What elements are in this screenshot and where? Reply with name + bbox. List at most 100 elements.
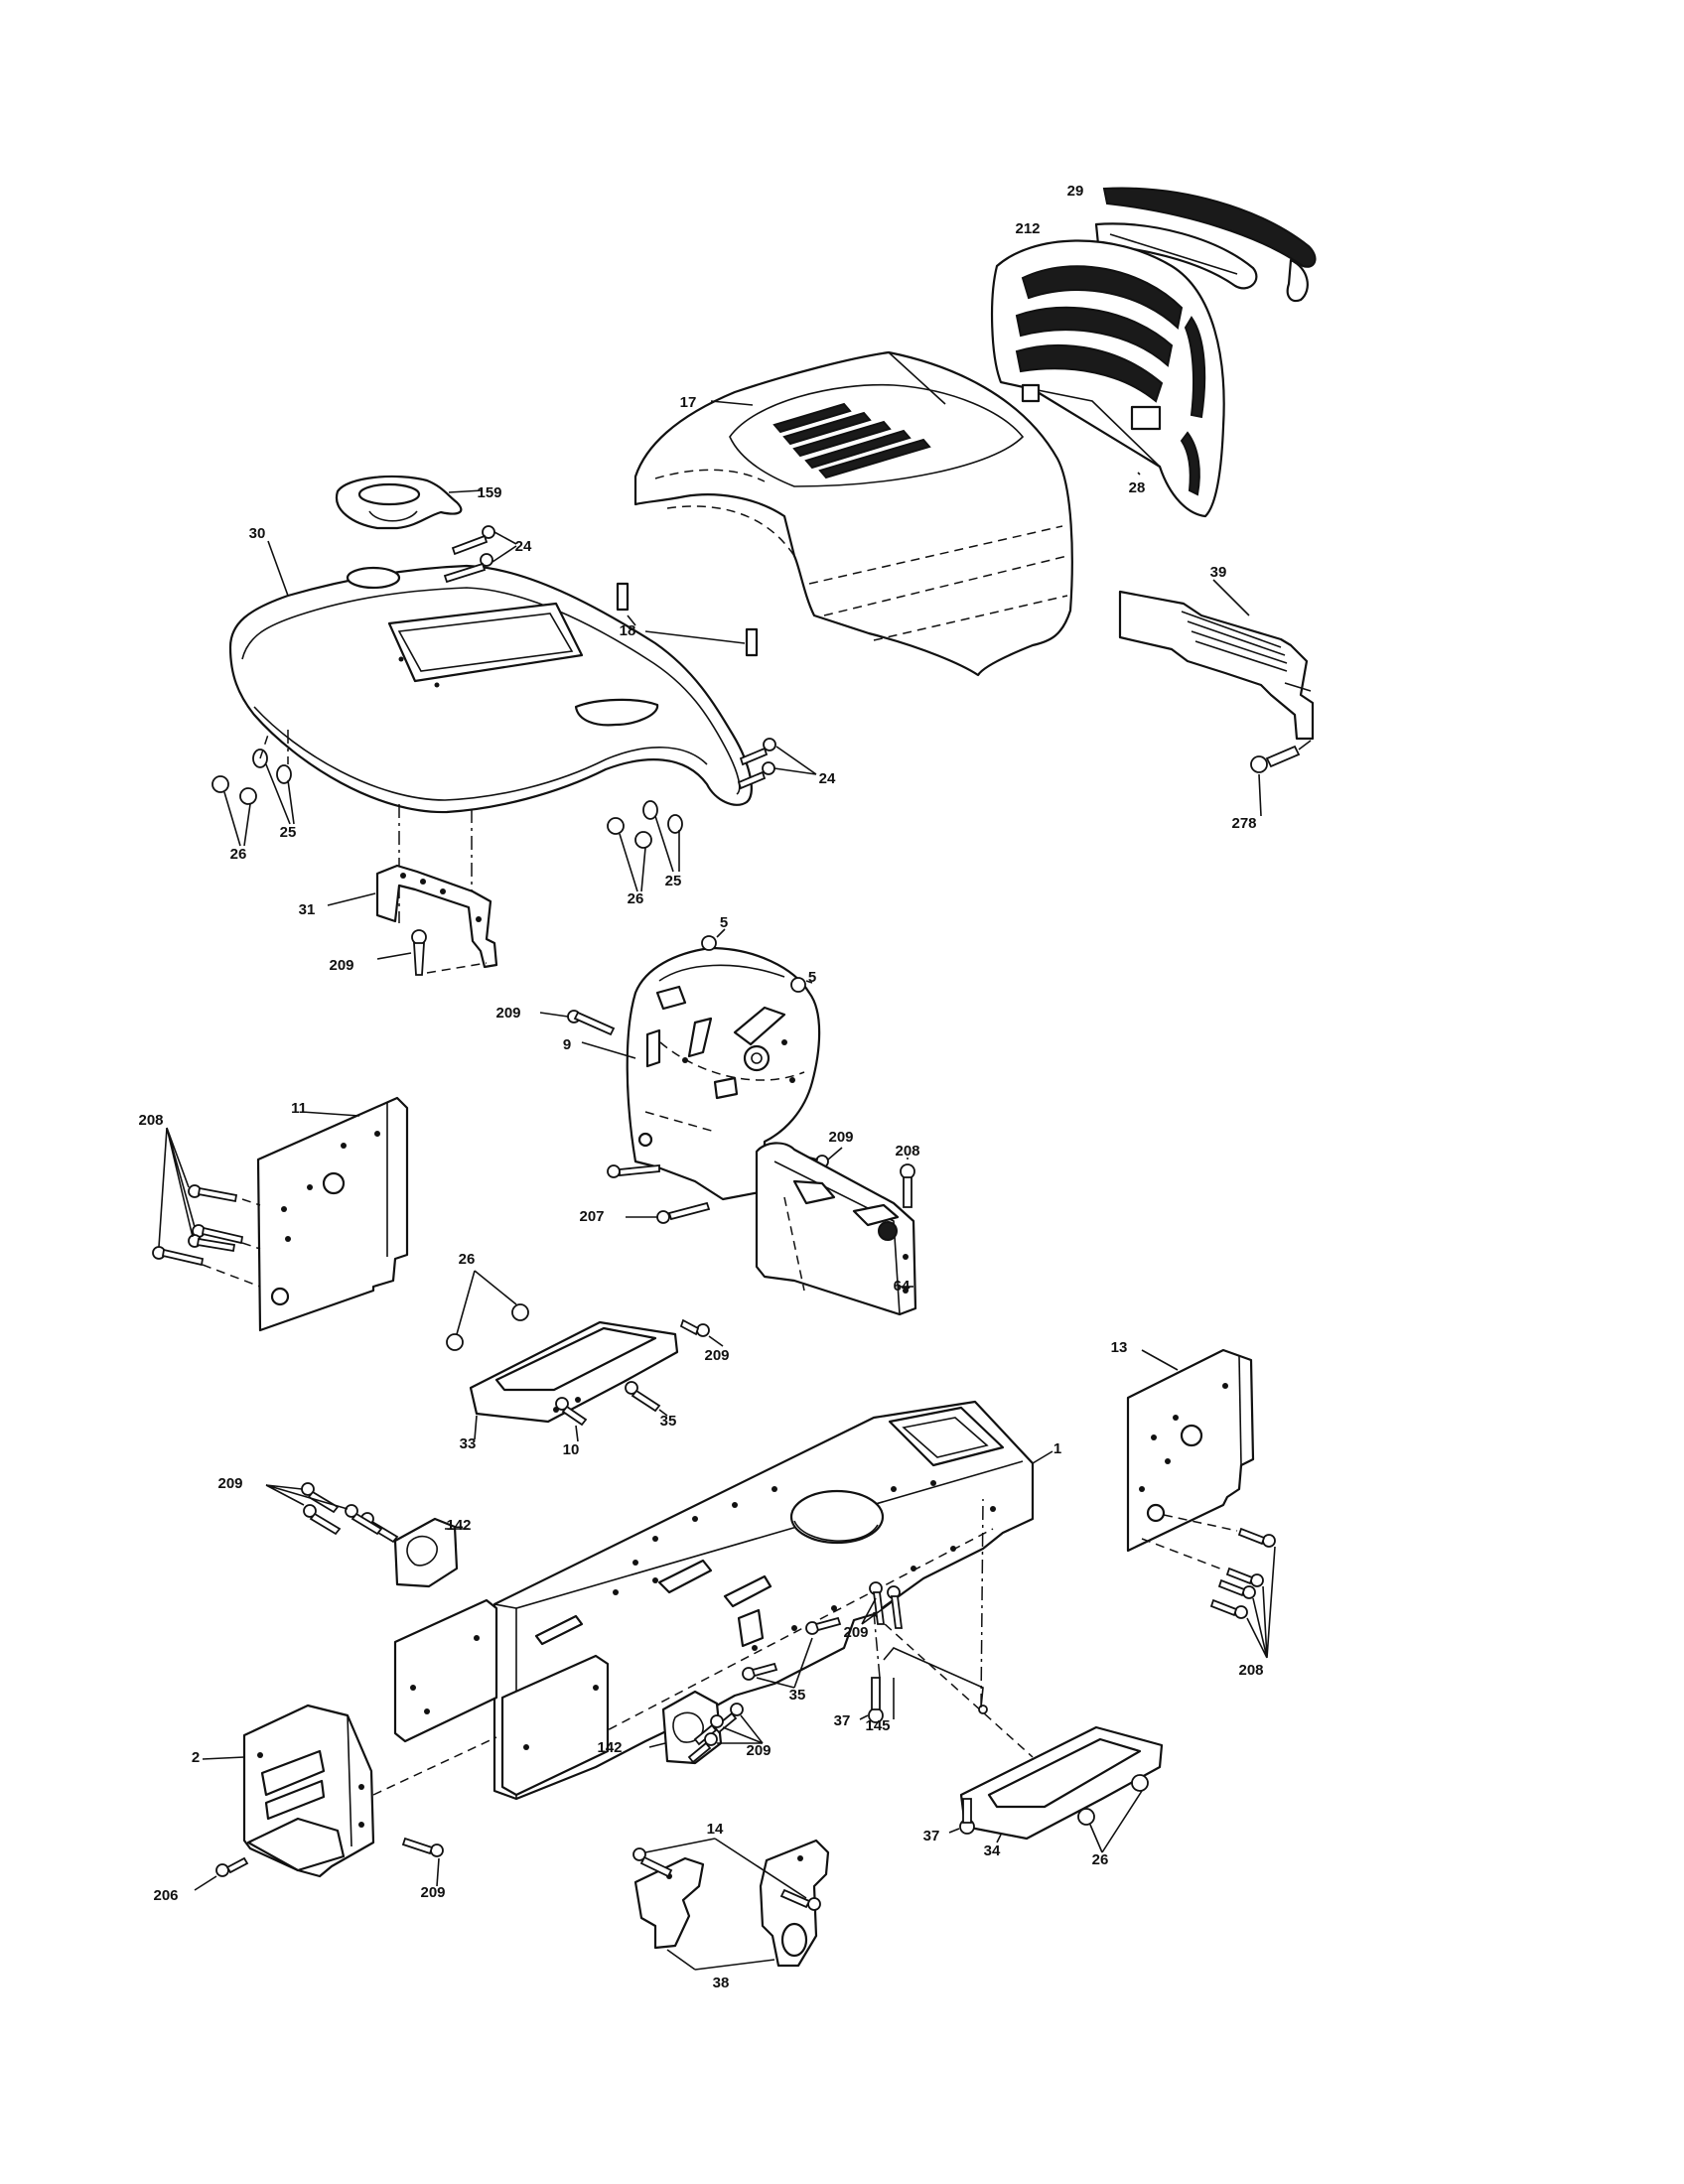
callout-209: 209 bbox=[828, 1129, 853, 1146]
part-208-bolts-left bbox=[152, 1184, 244, 1267]
part-18-bumpers bbox=[616, 582, 759, 657]
leader-278 bbox=[1258, 773, 1262, 817]
callout-2: 2 bbox=[192, 1749, 200, 1766]
part-208-bolt-64 bbox=[900, 1163, 915, 1208]
part-212-grille-insert bbox=[1094, 222, 1258, 290]
callout-26: 26 bbox=[230, 846, 247, 863]
callout-209: 209 bbox=[420, 1884, 445, 1901]
part-35-bolts-frame bbox=[742, 1616, 842, 1681]
part-11-left-panel bbox=[256, 1096, 409, 1332]
leader-28 bbox=[1137, 472, 1141, 476]
part-64-switch-bracket bbox=[755, 1142, 917, 1316]
part-26-nuts-34 bbox=[1077, 1774, 1149, 1826]
part-28-grille bbox=[991, 239, 1225, 518]
callout-212: 212 bbox=[1015, 220, 1040, 237]
leader-11 bbox=[301, 1111, 360, 1117]
leader-5 bbox=[716, 928, 813, 984]
callout-207: 207 bbox=[579, 1208, 604, 1225]
part-25-26-hardware-right bbox=[607, 800, 683, 849]
part-10-bolt bbox=[555, 1397, 588, 1427]
leader-209-33 bbox=[708, 1335, 724, 1347]
part-206-bolt bbox=[215, 1856, 249, 1877]
callout-29: 29 bbox=[1067, 183, 1084, 200]
leader-209-bracket bbox=[376, 952, 412, 960]
callout-10: 10 bbox=[563, 1441, 580, 1458]
callout-14: 14 bbox=[707, 1821, 724, 1838]
part-209-bolts-upper-left bbox=[301, 1482, 399, 1544]
part-29-trim-strip bbox=[1102, 187, 1317, 303]
part-209-bolt-dash bbox=[567, 1010, 616, 1036]
hidden-208-left bbox=[202, 1198, 261, 1288]
leader-1 bbox=[1032, 1450, 1053, 1464]
part-38-lower-brackets bbox=[633, 1839, 830, 1968]
callout-13: 13 bbox=[1111, 1339, 1128, 1356]
callout-26: 26 bbox=[1092, 1851, 1109, 1868]
callout-31: 31 bbox=[299, 901, 316, 918]
leader-35-frame bbox=[756, 1637, 813, 1689]
part-24-bolts-lower bbox=[737, 738, 776, 790]
leader-9 bbox=[581, 1041, 636, 1059]
callout-25: 25 bbox=[665, 873, 682, 889]
leader-33 bbox=[474, 1415, 478, 1440]
part-17-hood bbox=[633, 350, 1073, 677]
callout-9: 9 bbox=[563, 1036, 571, 1053]
callout-206: 206 bbox=[153, 1887, 178, 1904]
leader-26-33 bbox=[456, 1270, 517, 1335]
leader-206 bbox=[194, 1875, 217, 1891]
leader-14 bbox=[644, 1838, 807, 1899]
leader-209-front bbox=[436, 1857, 440, 1887]
part-33-left-footrest bbox=[469, 1320, 679, 1424]
hidden-208-right bbox=[1141, 1514, 1238, 1571]
callout-209: 209 bbox=[704, 1347, 729, 1364]
callout-278: 278 bbox=[1231, 815, 1256, 832]
part-209-bolts-lower bbox=[687, 1703, 744, 1764]
part-13-right-panel bbox=[1126, 1348, 1255, 1553]
centerline-37-upper bbox=[873, 1611, 881, 1679]
part-26-nuts-33 bbox=[446, 1303, 529, 1351]
part-5-nuts bbox=[701, 935, 806, 993]
leader-2 bbox=[202, 1756, 245, 1760]
callout-18: 18 bbox=[620, 622, 636, 639]
leader-209-lower bbox=[717, 1714, 764, 1744]
leader-209-upper-left bbox=[265, 1484, 349, 1510]
callout-209: 209 bbox=[843, 1624, 868, 1641]
callout-26: 26 bbox=[459, 1251, 476, 1268]
callout-209: 209 bbox=[746, 1742, 771, 1759]
leader-24-lower bbox=[773, 746, 817, 775]
leader-159 bbox=[448, 489, 484, 493]
leader-26-34 bbox=[1089, 1790, 1143, 1853]
part-142-bracket-upper bbox=[393, 1517, 459, 1588]
callout-37: 37 bbox=[923, 1828, 940, 1844]
callout-5: 5 bbox=[808, 969, 816, 986]
leader-35-33 bbox=[658, 1409, 668, 1417]
callout-209: 209 bbox=[217, 1475, 242, 1492]
leader-13 bbox=[1141, 1349, 1179, 1371]
callout-25: 25 bbox=[280, 824, 297, 841]
callout-34: 34 bbox=[984, 1843, 1001, 1859]
leader-10 bbox=[575, 1425, 579, 1442]
part-208-bolts-right bbox=[1209, 1527, 1276, 1619]
part-209-bolt-33 bbox=[679, 1318, 710, 1337]
callout-64: 64 bbox=[894, 1278, 911, 1295]
callout-208: 208 bbox=[1238, 1662, 1263, 1679]
callout-30: 30 bbox=[249, 525, 266, 542]
part-207-bolts bbox=[607, 1164, 711, 1224]
callout-33: 33 bbox=[460, 1435, 477, 1452]
leader-208-right bbox=[1246, 1546, 1276, 1659]
leader-39 bbox=[1212, 579, 1250, 616]
part-209-bolts-frame-center bbox=[869, 1581, 904, 1629]
callout-159: 159 bbox=[477, 484, 501, 501]
leader-38 bbox=[666, 1949, 775, 1971]
callout-142: 142 bbox=[597, 1739, 622, 1756]
callout-35: 35 bbox=[789, 1687, 806, 1704]
leader-25-left bbox=[265, 763, 295, 825]
part-30-fender bbox=[228, 564, 753, 814]
part-25-26-hardware-left bbox=[211, 734, 292, 805]
centerline-145 bbox=[980, 1498, 984, 1708]
callout-1: 1 bbox=[1053, 1440, 1061, 1457]
callout-17: 17 bbox=[680, 394, 697, 411]
callout-5: 5 bbox=[720, 914, 728, 931]
callout-labels: 2921217281593024391824278252625263152095… bbox=[138, 183, 1263, 1991]
frame-front-plates bbox=[393, 1598, 610, 1797]
